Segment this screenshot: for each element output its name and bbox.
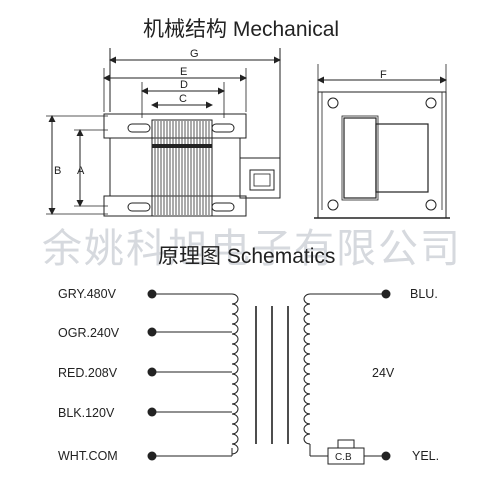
tap-label-ogr-240v: OGR.240V (58, 326, 120, 340)
secondary-voltage-label: 24V (372, 366, 395, 380)
dim-label-e: E (180, 66, 187, 78)
secondary-label-blu: BLU. (410, 287, 438, 301)
tap-label-red-208v: RED.208V (58, 366, 118, 380)
mechanical-title: 机械结构 Mechanical (143, 18, 339, 41)
dim-label-f: F (380, 69, 387, 81)
tap-label-wht-com: WHT.COM (58, 449, 118, 463)
dim-label-g: G (190, 48, 199, 60)
circuit-breaker (327, 439, 365, 465)
schematic-title: 原理图 Schematics (158, 245, 335, 268)
tap-label-gry-480v: GRY.480V (58, 287, 117, 301)
dim-label-d: D (180, 79, 188, 91)
dim-label-a: A (77, 165, 85, 177)
terminal-blu (381, 289, 391, 299)
breaker-label: C.B (335, 452, 352, 463)
primary-terminals (147, 289, 157, 461)
coil-laminations (154, 121, 210, 215)
dim-label-b: B (54, 165, 61, 177)
terminal-yel (381, 451, 391, 461)
tap-label-blk-120v: BLK.120V (58, 406, 115, 420)
dim-label-c: C (179, 93, 187, 105)
transformer-core (255, 306, 289, 444)
primary-winding (152, 293, 239, 457)
coil-band (152, 144, 212, 148)
side-view (314, 64, 450, 219)
secondary-label-yel: YEL. (412, 449, 439, 463)
front-view (46, 48, 281, 217)
company-watermark: 余姚科旭电子有限公司 (42, 226, 462, 272)
